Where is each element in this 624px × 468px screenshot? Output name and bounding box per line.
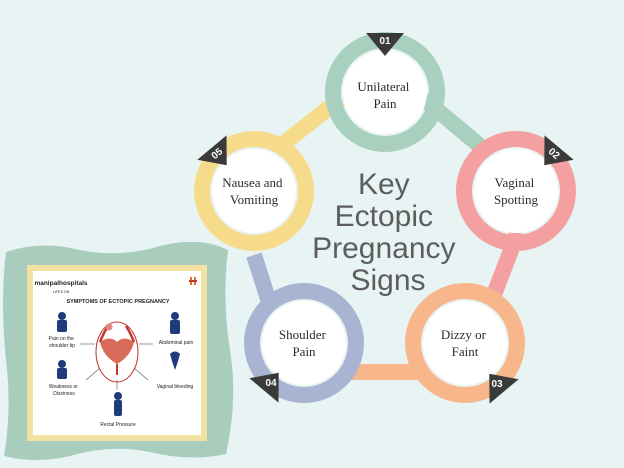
sign-02-line-2: Spotting	[494, 192, 539, 207]
label-shoulder-line-2: shoulder tip	[49, 343, 75, 349]
card-title: SYMPTOMS OF ECTOPIC PREGNANCY	[66, 299, 169, 305]
sign-05-line-2: Vomiting	[230, 192, 279, 207]
sign-05-label: Nausea and Vomiting	[222, 175, 286, 207]
sign-01-label: Unilateral Pain	[357, 79, 412, 111]
card-logo: manipalhospitals	[34, 280, 87, 287]
badge-01: 01	[366, 33, 404, 56]
label-shoulder-line-1: Pain on the	[49, 336, 75, 342]
sign-04-line-2: Pain	[292, 344, 316, 359]
label-weakness-line-1: Weakness or	[49, 384, 78, 390]
label-shoulder: Pain on the shoulder tip	[49, 336, 76, 349]
sign-05-line-1: Nausea and	[222, 175, 283, 190]
badge-03: 03	[489, 373, 519, 404]
sign-01-line-2: Pain	[373, 96, 397, 111]
figure-shoulder	[57, 312, 67, 332]
badge-04: 04	[249, 372, 279, 403]
center-title-line-3: Pregnancy	[312, 232, 455, 265]
label-rectal: Rectal Pressure	[100, 422, 136, 428]
uterus-illustration	[95, 321, 139, 383]
ring-02	[456, 131, 576, 251]
sign-03-line-1: Dizzy or	[441, 327, 487, 342]
card-arrows	[80, 343, 153, 390]
label-weakness-line-2: Dizziness	[53, 391, 75, 397]
sign-03-label: Dizzy or Faint	[441, 327, 489, 359]
figure-rectal	[114, 392, 122, 416]
card-logo-sub: LIFE'S ON	[53, 290, 70, 294]
center-title-line-1: Key	[358, 168, 410, 201]
ring-04	[244, 283, 364, 403]
node-rings	[194, 32, 576, 403]
figure-bleeding	[170, 351, 180, 370]
node-discs	[212, 50, 558, 385]
sign-04-label: Shoulder Pain	[279, 327, 329, 359]
ring-05	[194, 131, 314, 251]
node-labels: Unilateral Pain Vaginal Spotting Dizzy o…	[222, 79, 538, 359]
figure-abdominal	[170, 312, 180, 334]
disc-01	[343, 50, 427, 134]
figure-weakness	[57, 360, 67, 379]
card-brand-icon	[189, 277, 197, 285]
sign-03-line-2: Faint	[452, 344, 479, 359]
label-bleeding: Vaginal bleeding	[157, 384, 194, 390]
number-badges: 01 02 03 04 05	[197, 33, 574, 404]
sign-01-line-1: Unilateral	[357, 79, 409, 94]
sign-02-line-1: Vaginal	[495, 175, 535, 190]
badge-02: 02	[544, 135, 574, 166]
inset-card-content: manipalhospitals LIFE'S ON SYMPTOMS OF E…	[34, 277, 197, 428]
badge-01-number: 01	[379, 36, 391, 47]
disc-05	[212, 149, 296, 233]
center-title-line-2: Ectopic	[335, 200, 433, 233]
sign-02-label: Vaginal Spotting	[494, 175, 539, 207]
disc-04	[262, 301, 346, 385]
center-title-line-4: Signs	[350, 264, 425, 297]
badge-05: 05	[197, 135, 227, 166]
sign-04-line-1: Shoulder	[279, 327, 327, 342]
label-weakness: Weakness or Dizziness	[49, 384, 79, 397]
label-abdominal: Abdominal pain	[159, 340, 194, 346]
disc-02	[474, 149, 558, 233]
badge-03-number: 03	[491, 379, 503, 390]
badge-04-number: 04	[265, 378, 277, 389]
disc-03	[423, 301, 507, 385]
ring-03	[405, 283, 525, 403]
center-title: Key Ectopic Pregnancy Signs	[312, 168, 464, 297]
